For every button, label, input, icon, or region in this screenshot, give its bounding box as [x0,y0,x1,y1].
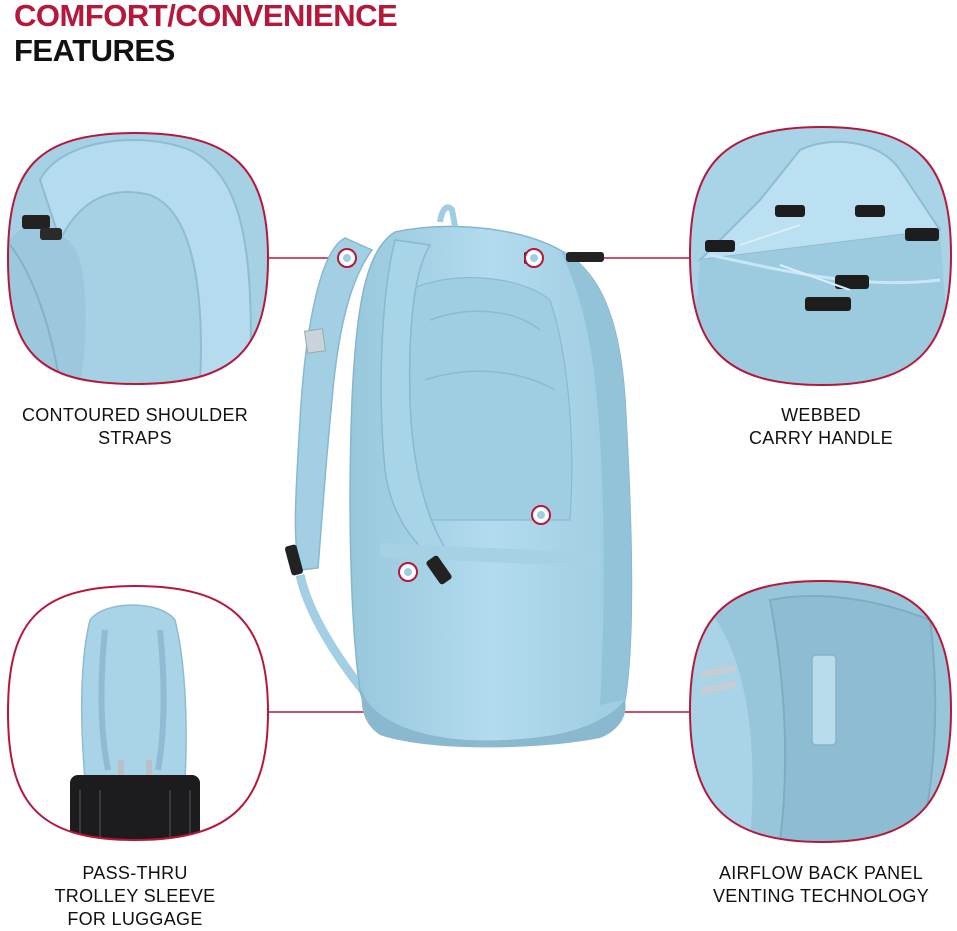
caption-shoulder-straps: CONTOURED SHOULDER STRAPS [10,404,260,450]
hotspot-markers [337,248,551,582]
detail-frame-tl [6,131,270,386]
caption-line: PASS-THRU [82,863,188,883]
heading-line-1: COMFORT/CONVENIENCE [14,0,398,33]
detail-carry-handle [690,127,951,385]
caption-line: FOR LUGGAGE [67,909,203,929]
detail-frame-tr [688,125,953,387]
detail-back-panel [690,581,951,842]
backpack-main [284,204,633,748]
caption-line: AIRFLOW BACK PANEL [718,863,924,883]
detail-shoulder-straps [8,133,268,384]
heading-line-2: FEATURES [14,33,175,68]
caption-carry-handle: WEBBED CARRY HANDLE [690,404,952,450]
detail-frame-br [688,579,953,844]
caption-line: TROLLEY SLEEVE [54,886,216,906]
caption-back-panel: AIRFLOW BACK PANEL VENTING TECHNOLOGY [690,862,952,908]
caption-line: WEBBED [781,405,861,425]
caption-line: VENTING TECHNOLOGY [712,886,930,906]
detail-frame-bl [6,584,270,842]
detail-trolley-sleeve [8,586,268,840]
caption-trolley-sleeve: PASS-THRU TROLLEY SLEEVE FOR LUGGAGE [10,862,260,931]
caption-line: CARRY HANDLE [749,428,893,448]
caption-line: STRAPS [98,428,172,448]
caption-line: CONTOURED SHOULDER [21,405,249,425]
